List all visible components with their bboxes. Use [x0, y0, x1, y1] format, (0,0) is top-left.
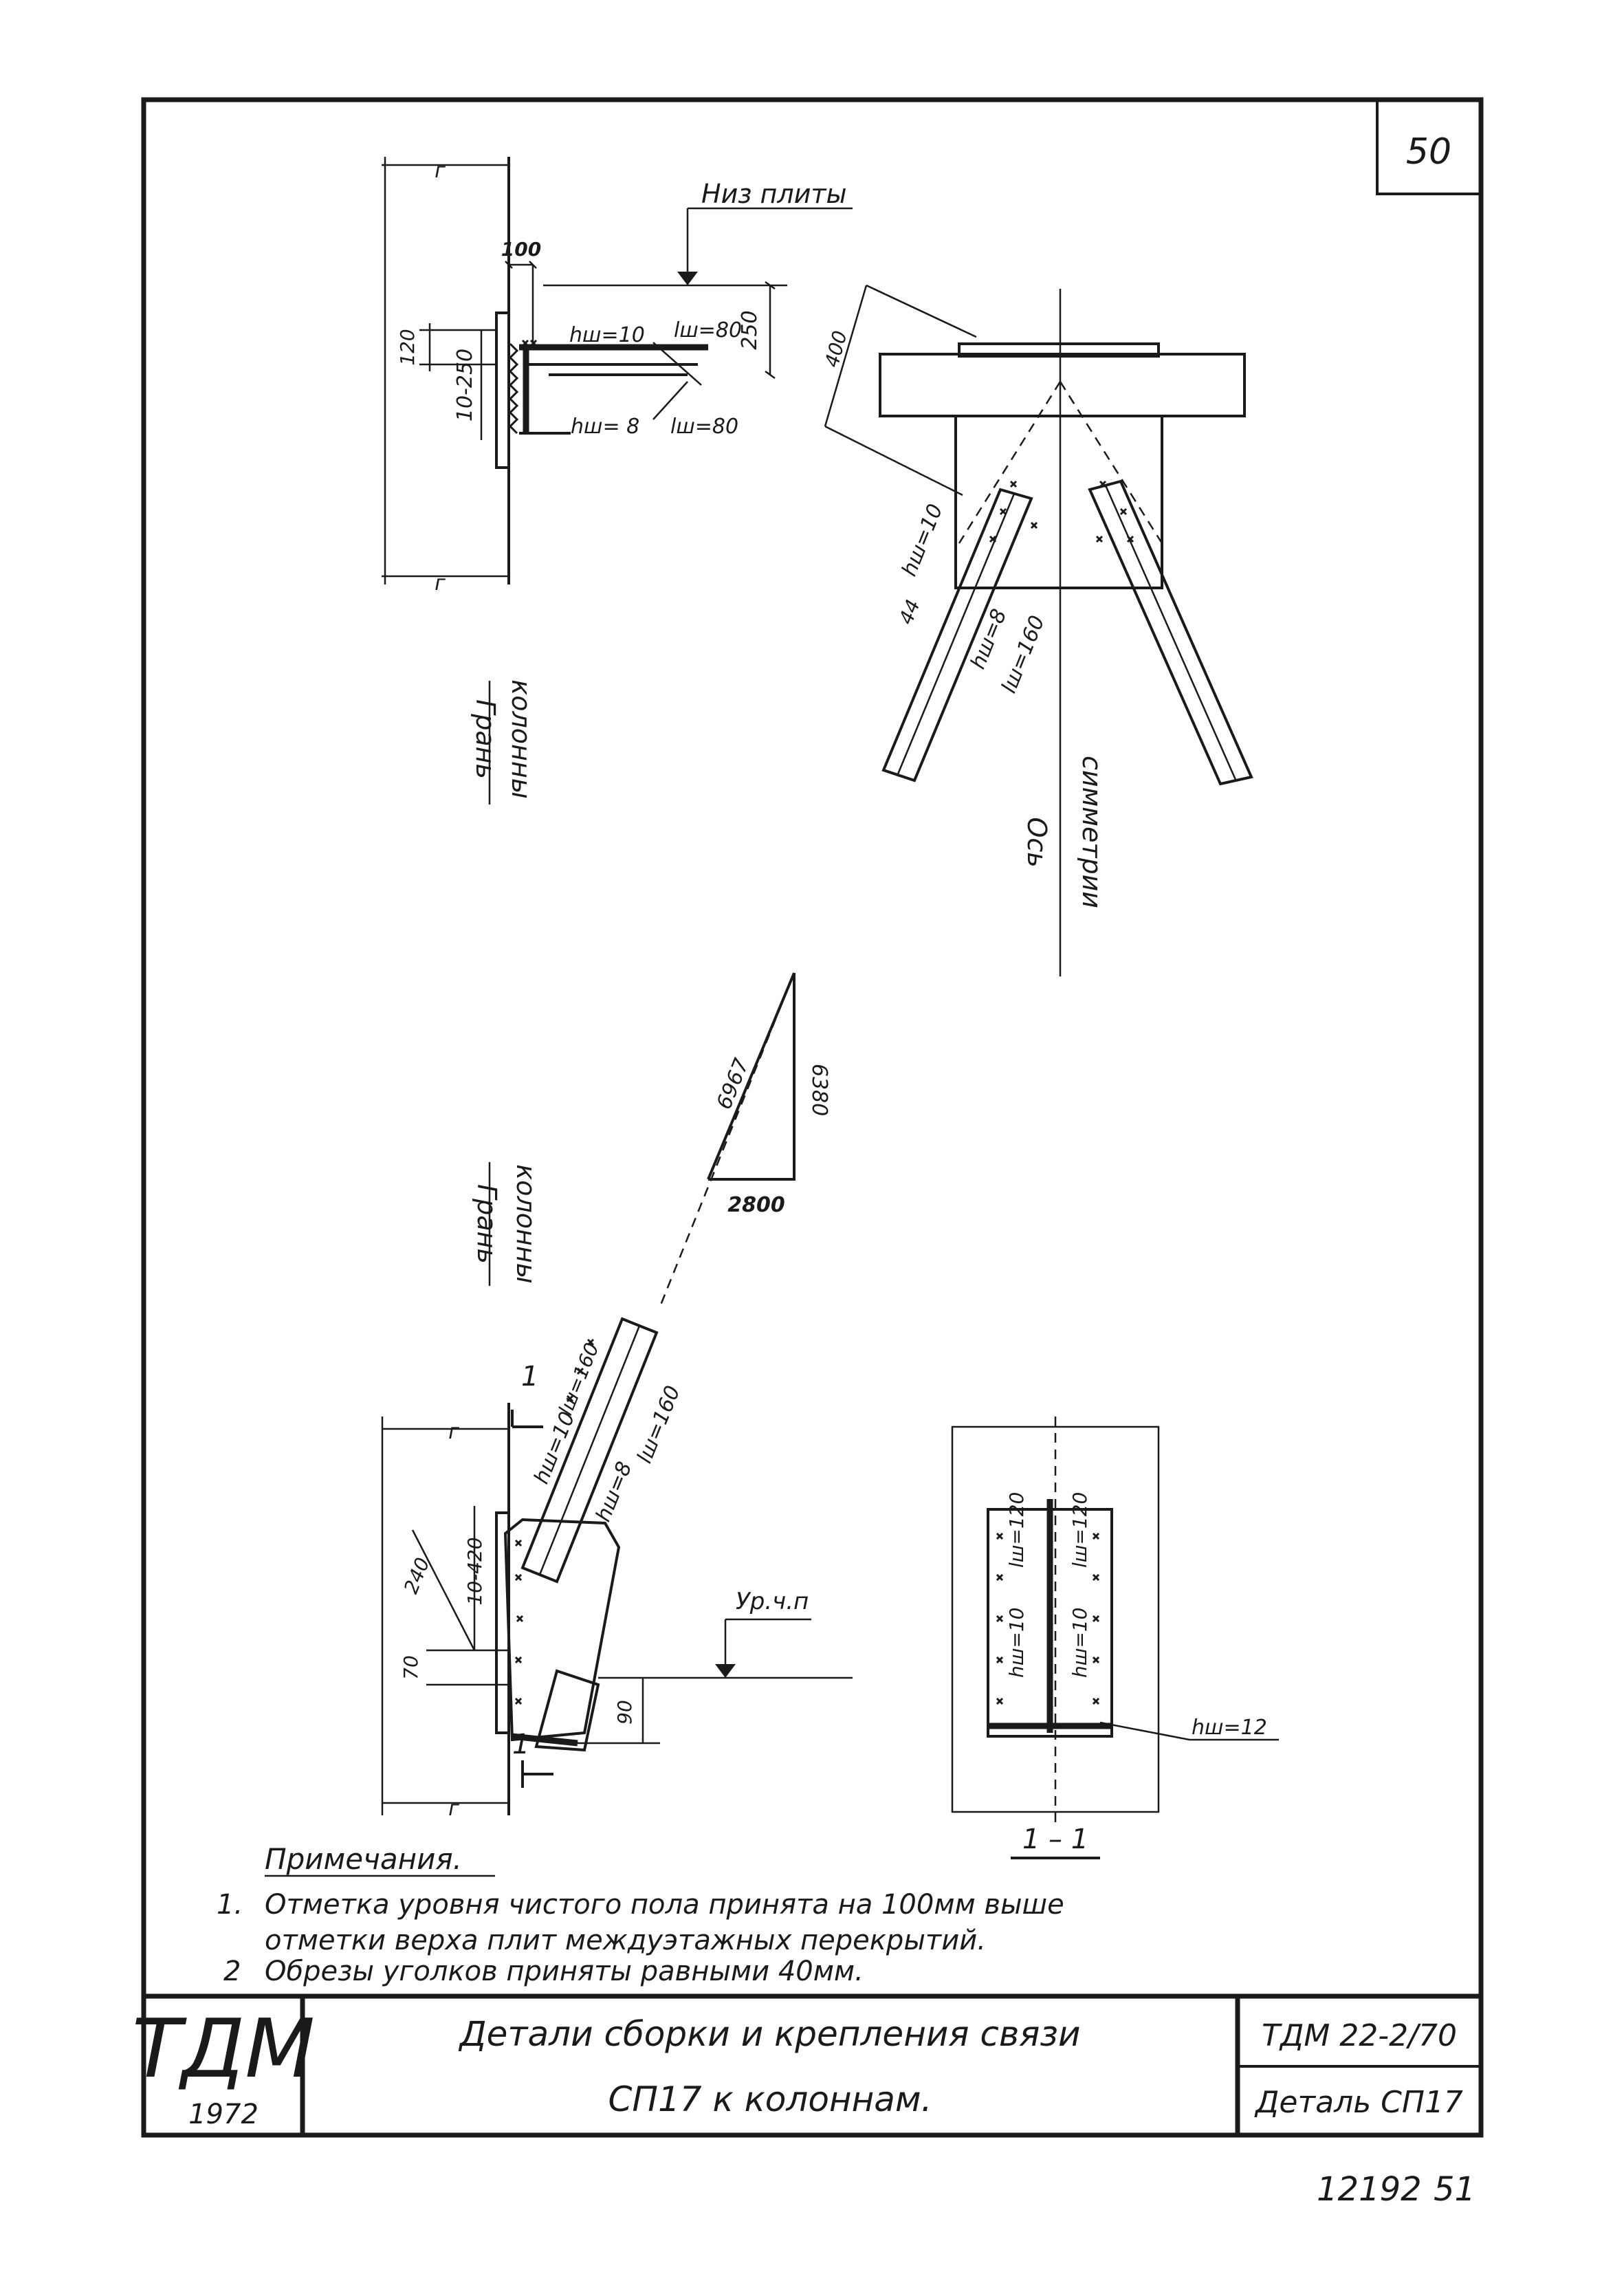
column-face-label-line1: Грань	[470, 699, 501, 779]
dim-44: 44	[895, 596, 925, 627]
section-weld-right: hш=10	[1068, 1608, 1091, 1678]
dim-120: 120	[396, 329, 419, 365]
axis-label-line2: симметрии	[1077, 756, 1107, 908]
section-weld-left-length: lш=120	[1005, 1492, 1028, 1568]
archive-number-1: 12192	[1317, 2170, 1422, 2209]
title-line-2: СП17 к колоннам.	[608, 2079, 932, 2119]
dim-70: 70	[399, 1655, 422, 1680]
notes: Примечания. 1. Отметка уровня чистого по…	[217, 1842, 1064, 1987]
section-weld-left: hш=10	[1005, 1608, 1028, 1678]
title-block: ТДМ 1972 Детали сборки и крепления связи…	[132, 1993, 1481, 2135]
floor-level-label: Ур.ч.п	[736, 1588, 809, 1615]
weld-top-label: hш=10	[569, 323, 645, 347]
dim-10-250: 10-250	[453, 349, 477, 422]
note-1-line1: Отметка уровня чистого пола принята на 1…	[265, 1889, 1064, 1921]
slope-horizontal: 2800	[727, 1193, 785, 1217]
column-face-label-line1-b: Грань	[472, 1184, 502, 1264]
section-mark-top: 1	[521, 1361, 538, 1392]
label-slab-bottom: Низ плиты	[701, 179, 847, 209]
dim-10-420: 10-420	[463, 1537, 486, 1605]
weld-b-label: hш=8	[591, 1458, 637, 1525]
weld-a-length: lш=160	[554, 1340, 604, 1419]
weld-1-label: hш=10	[897, 501, 948, 580]
detail-bottom-left: Грань колонны г г 1 1 hш=10 lш=160 hш=8	[381, 1162, 853, 1821]
note-1-number: 1.	[217, 1889, 243, 1921]
detail-code: Деталь СП17	[1254, 2085, 1463, 2120]
slope-triangle: 6967 6380 2800	[659, 972, 831, 1307]
svg-text:г: г	[435, 159, 446, 183]
axis-label-line1: Ось	[1022, 817, 1052, 867]
page-number-box: 50	[1376, 98, 1482, 195]
svg-text:г: г	[448, 1420, 459, 1444]
weld-bottom-label: hш= 8	[571, 415, 639, 439]
dim-100: 100	[501, 238, 541, 261]
page-number: 50	[1406, 131, 1451, 173]
archive-number-2: 51	[1434, 2170, 1475, 2209]
section-mark-bottom: 1	[512, 1729, 529, 1760]
section-1-1: hш=10 lш=120 hш=10 lш=120 hш=12 1 – 1	[951, 1417, 1279, 1859]
title-year: 1972	[188, 2099, 259, 2130]
note-2-line1: Обрезы уголков приняты равными 40мм.	[265, 1956, 864, 1987]
org-logo: ТДМ	[132, 2001, 315, 2096]
column-face-label-line2-b: колонны	[511, 1164, 541, 1283]
dim-250: 250	[738, 310, 762, 349]
section-weld-bottom: hш=12	[1192, 1716, 1267, 1740]
weld-a-label: hш=10	[529, 1408, 580, 1487]
sheet-frame	[141, 97, 1484, 2138]
column-face-label-line2: колонны	[506, 679, 536, 798]
dim-400: 400	[820, 328, 852, 369]
title-line-1: Детали сборки и крепления связи	[459, 2014, 1081, 2054]
slope-vertical: 6380	[807, 1064, 831, 1116]
svg-text:г: г	[435, 571, 446, 595]
weld-b-length: lш=160	[633, 1382, 685, 1467]
note-1-line2: отметки верха плит междуэтажных перекрыт…	[265, 1925, 986, 1956]
weld-top-length: lш=80	[674, 318, 742, 342]
dim-240: 240	[399, 1554, 435, 1597]
detail-top-right: 400 hш=10 44 hш=8 lш=160 Ось симметрии	[820, 284, 1253, 976]
doc-code: ТДМ 22-2/70	[1262, 2018, 1457, 2053]
weld-bottom-length: lш=80	[670, 415, 738, 439]
svg-text:г: г	[448, 1797, 459, 1821]
note-2-number: 2	[223, 1956, 241, 1987]
section-caption: 1 – 1	[1022, 1824, 1088, 1855]
section-weld-right-length: lш=120	[1068, 1492, 1091, 1568]
dim-90: 90	[613, 1700, 636, 1725]
notes-title: Примечания.	[265, 1842, 462, 1876]
detail-top-left: г г 100 Низ плиты 250 120 10-25	[382, 157, 853, 805]
